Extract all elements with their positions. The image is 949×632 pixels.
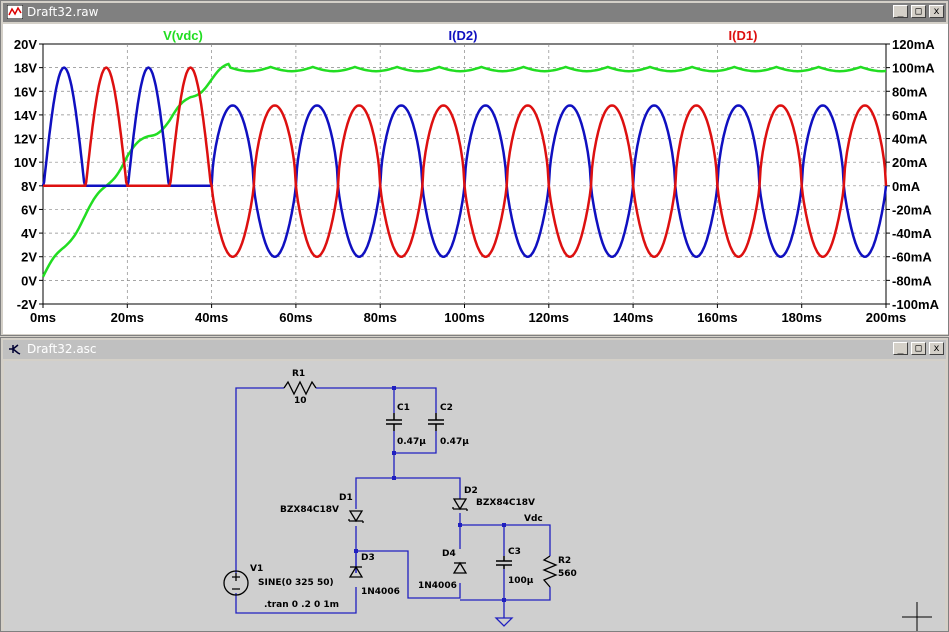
minimize-button[interactable]: _ [893, 5, 908, 18]
left-tick-label: 0V [21, 273, 37, 288]
waveform-title: Draft32.raw [27, 5, 99, 19]
x-tick-label: 20ms [111, 310, 144, 325]
left-tick-label: 20V [14, 37, 37, 52]
d1-ref: D1 [339, 493, 353, 503]
x-tick-label: 160ms [697, 310, 737, 325]
crosshair-cursor-icon [902, 602, 932, 631]
x-axis: 0ms 20ms 40ms 60ms 80ms 100ms 120ms 140ms 160ms 1… [30, 304, 906, 325]
right-tick-label: 100mA [892, 61, 935, 76]
c2-value: 0.47µ [440, 437, 469, 447]
x-tick-label: 200ms [866, 310, 906, 325]
x-tick-label: 120ms [529, 310, 569, 325]
trace-id1[interactable] [43, 66, 888, 258]
r2-ref: R2 [558, 556, 571, 566]
zener-d1[interactable]: D1 BZX84C18V [280, 493, 364, 523]
schematic-title: Draft32.asc [27, 342, 97, 356]
x-tick-label: 40ms [195, 310, 228, 325]
left-tick-label: 12V [14, 132, 37, 147]
waveform-app-icon [7, 5, 23, 19]
spice-directive[interactable]: .tran 0 .2 0 1m [264, 600, 339, 610]
capacitor-c3[interactable]: C3 100µ [496, 547, 534, 586]
left-tick-label: 16V [14, 84, 37, 99]
schematic-titlebar[interactable]: Draft32.asc _ □ x [3, 340, 946, 359]
right-tick-label: -40mA [892, 226, 932, 241]
close-button[interactable]: x [929, 5, 944, 18]
right-tick-label: 40mA [892, 132, 928, 147]
left-tick-label: 14V [14, 108, 37, 123]
d4-value: 1N4006 [418, 581, 457, 591]
d3-ref: D3 [361, 553, 375, 563]
x-tick-label: 60ms [279, 310, 312, 325]
legend-vvdc[interactable]: V(vdc) [163, 28, 203, 43]
schematic-canvas[interactable]: R1 10 C1 0.47µ C2 0.47µ D1 BZX84C18V D2 … [4, 361, 945, 631]
ground-symbol[interactable] [494, 617, 514, 627]
net-label-vdc[interactable]: Vdc [524, 514, 543, 524]
v1-ref: V1 [250, 564, 263, 574]
c2-ref: C2 [440, 403, 453, 413]
trace-vvdc[interactable] [41, 62, 887, 278]
left-tick-label: -2V [17, 297, 38, 312]
diode-d3[interactable]: D3 1N4006 [348, 553, 400, 597]
r2-value: 560 [558, 569, 577, 579]
diode-d4[interactable]: D4 1N4006 [418, 549, 468, 591]
schematic-app-icon [9, 344, 21, 355]
schematic-wires [235, 387, 551, 618]
d2-value: BZX84C18V [476, 498, 535, 508]
resistor-r2[interactable]: R2 560 [542, 555, 577, 588]
d1-value: BZX84C18V [280, 505, 339, 515]
x-tick-label: 80ms [364, 310, 397, 325]
waveform-titlebar[interactable]: Draft32.raw _ □ x [3, 3, 946, 22]
c1-value: 0.47µ [397, 437, 426, 447]
left-tick-label: 2V [21, 250, 37, 265]
d2-ref: D2 [464, 486, 478, 496]
d4-ref: D4 [442, 549, 456, 559]
voltage-source-v1[interactable]: V1 SINE(0 325 50) [223, 564, 334, 596]
r1-value: 10 [294, 396, 307, 406]
right-tick-label: -20mA [892, 202, 932, 217]
c3-ref: C3 [508, 547, 521, 557]
r1-ref: R1 [292, 369, 305, 379]
minimize-button[interactable]: _ [893, 342, 908, 355]
x-tick-label: 0ms [30, 310, 56, 325]
waveform-plot[interactable]: 20V 18V 16V 14V 12V 10V 8V 6V 4V 2V 0V -2V 120mA 100… [3, 24, 948, 334]
x-tick-label: 180ms [781, 310, 821, 325]
x-tick-label: 100ms [444, 310, 484, 325]
resistor-r1[interactable]: R1 10 [283, 369, 317, 406]
c1-ref: C1 [397, 403, 410, 413]
right-tick-label: -80mA [892, 273, 932, 288]
left-tick-label: 4V [21, 226, 37, 241]
maximize-button[interactable]: □ [911, 5, 926, 18]
schematic-window: Draft32.asc _ □ x [0, 337, 949, 632]
right-tick-label: 80mA [892, 84, 928, 99]
legend-id2[interactable]: I(D2) [449, 28, 478, 43]
right-axis: 120mA 100mA 80mA 60mA 40mA 20mA 0mA -20mA -40mA -… [886, 37, 940, 312]
right-tick-label: -60mA [892, 250, 932, 265]
right-tick-label: 60mA [892, 108, 928, 123]
right-tick-label: -100mA [892, 297, 940, 312]
left-tick-label: 8V [21, 179, 37, 194]
c3-value: 100µ [508, 576, 534, 586]
d3-value: 1N4006 [361, 587, 400, 597]
capacitor-c2[interactable]: C2 0.47µ [428, 403, 469, 447]
left-tick-label: 18V [14, 61, 37, 76]
junction-dots [354, 386, 506, 602]
legend-id1[interactable]: I(D1) [729, 28, 758, 43]
maximize-button[interactable]: □ [911, 342, 926, 355]
zener-d2[interactable]: D2 BZX84C18V [452, 486, 535, 511]
left-tick-label: 10V [14, 155, 37, 170]
left-axis: 20V 18V 16V 14V 12V 10V 8V 6V 4V 2V 0V -2V [14, 37, 43, 312]
right-tick-label: 20mA [892, 155, 928, 170]
close-button[interactable]: x [929, 342, 944, 355]
right-tick-label: 120mA [892, 37, 935, 52]
waveform-window: Draft32.raw _ □ x 20V 18V 16V 14V 12V 10V 8V 6V… [0, 0, 949, 336]
v1-value: SINE(0 325 50) [258, 578, 334, 588]
x-tick-label: 140ms [613, 310, 653, 325]
left-tick-label: 6V [21, 202, 37, 217]
capacitor-c1[interactable]: C1 0.47µ [386, 403, 426, 447]
right-tick-label: 0mA [892, 179, 921, 194]
